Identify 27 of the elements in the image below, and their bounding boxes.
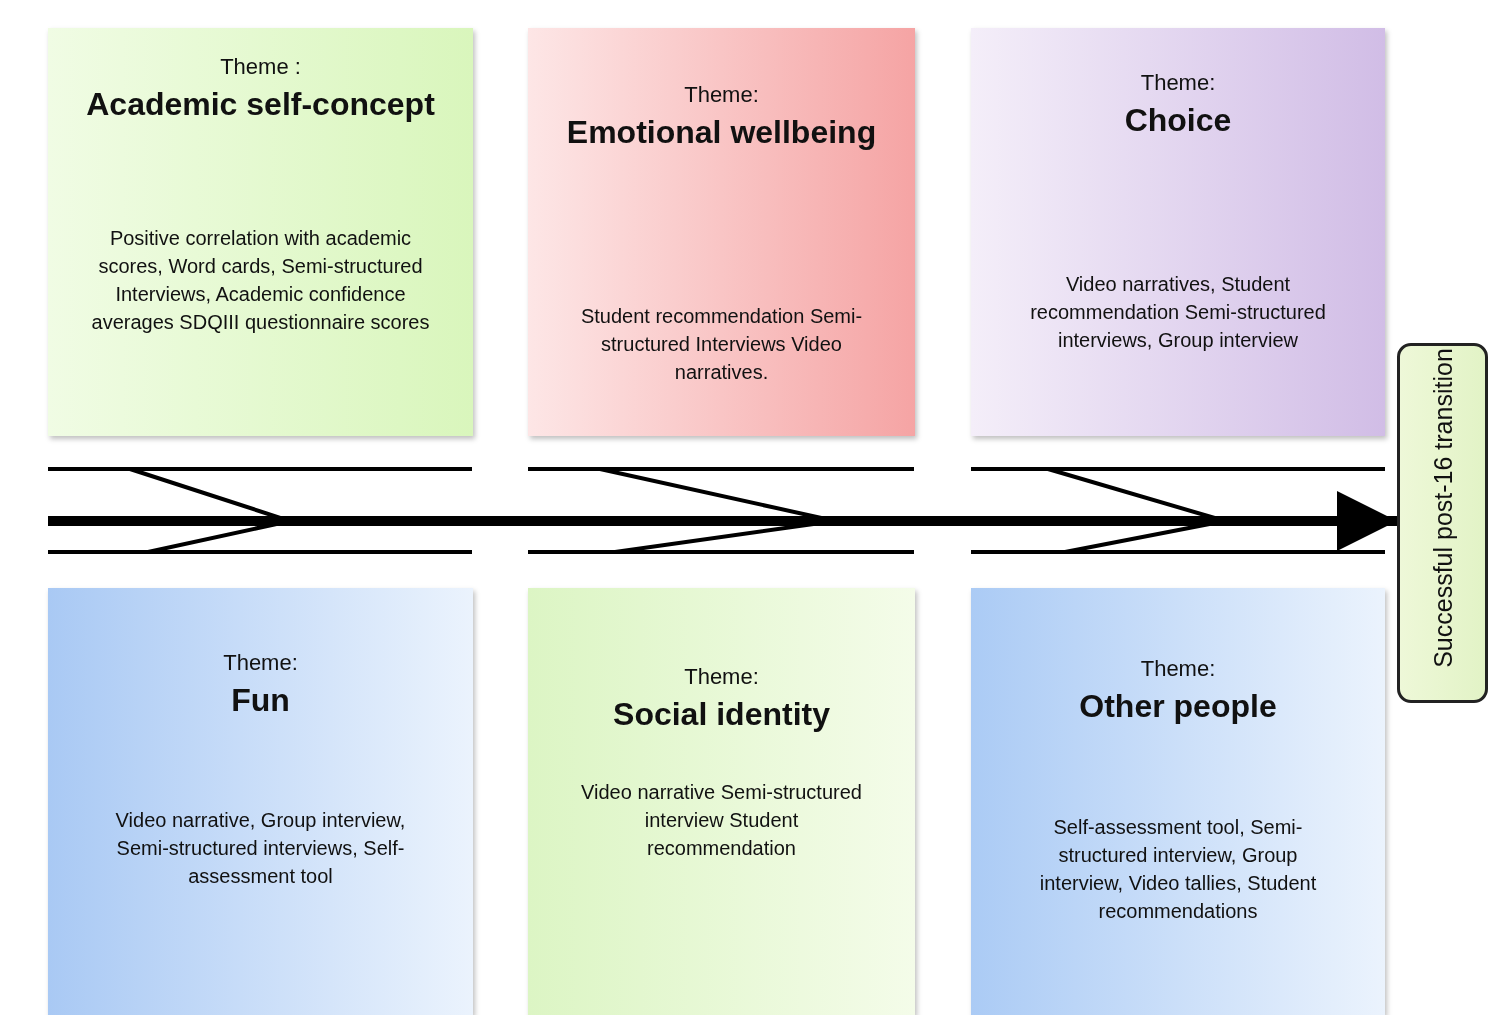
outcome-label: Successful post-16 transition: [1427, 347, 1458, 670]
data-sources-text: Video narrative, Group interview, Semi-structured interviews, Self-assessment tool: [114, 808, 407, 889]
theme-title: Social identity: [612, 695, 831, 734]
theme-heading: Theme:: [683, 82, 760, 108]
theme-heading: Theme:: [1139, 70, 1217, 96]
theme-title: Emotional wellbeing: [565, 113, 878, 152]
theme-heading: Theme:: [222, 650, 299, 676]
theme-heading: Theme:: [1139, 656, 1217, 682]
data-sources-text: Video narrative Semi-structured interview Student recommendation: [580, 780, 863, 861]
theme-box: [48, 28, 473, 436]
theme-title: Other people: [1078, 687, 1278, 726]
theme-title: Academic self-concept: [85, 85, 436, 124]
theme-box: [48, 588, 473, 1015]
data-sources-text: Self-assessment tool, Semi-structured interview, Group interview, Video tallies, Student recommendations: [1038, 815, 1318, 924]
theme-heading: Theme :: [219, 54, 302, 80]
theme-title: Choice: [1123, 101, 1233, 140]
theme-box: [528, 28, 915, 436]
theme-box: [971, 28, 1385, 436]
theme-title: Fun: [230, 681, 291, 720]
data-sources-text: Positive correlation with academic scores, Word cards, Semi-structured Interviews, Academic confidence averages SDQIII questionnaire scores: [90, 226, 431, 335]
theme-heading: Theme:: [683, 664, 760, 690]
data-sources-text: Video narratives, Student recommendation Semi-structured interviews, Group interview: [1029, 272, 1327, 353]
arrow: [48, 491, 1397, 551]
outcome-box: [1397, 343, 1488, 703]
theme-box: [971, 588, 1385, 1015]
theme-box: [528, 588, 915, 1015]
data-sources-text: Student recommendation Semi- structured Interviews Video narratives.: [579, 304, 864, 385]
